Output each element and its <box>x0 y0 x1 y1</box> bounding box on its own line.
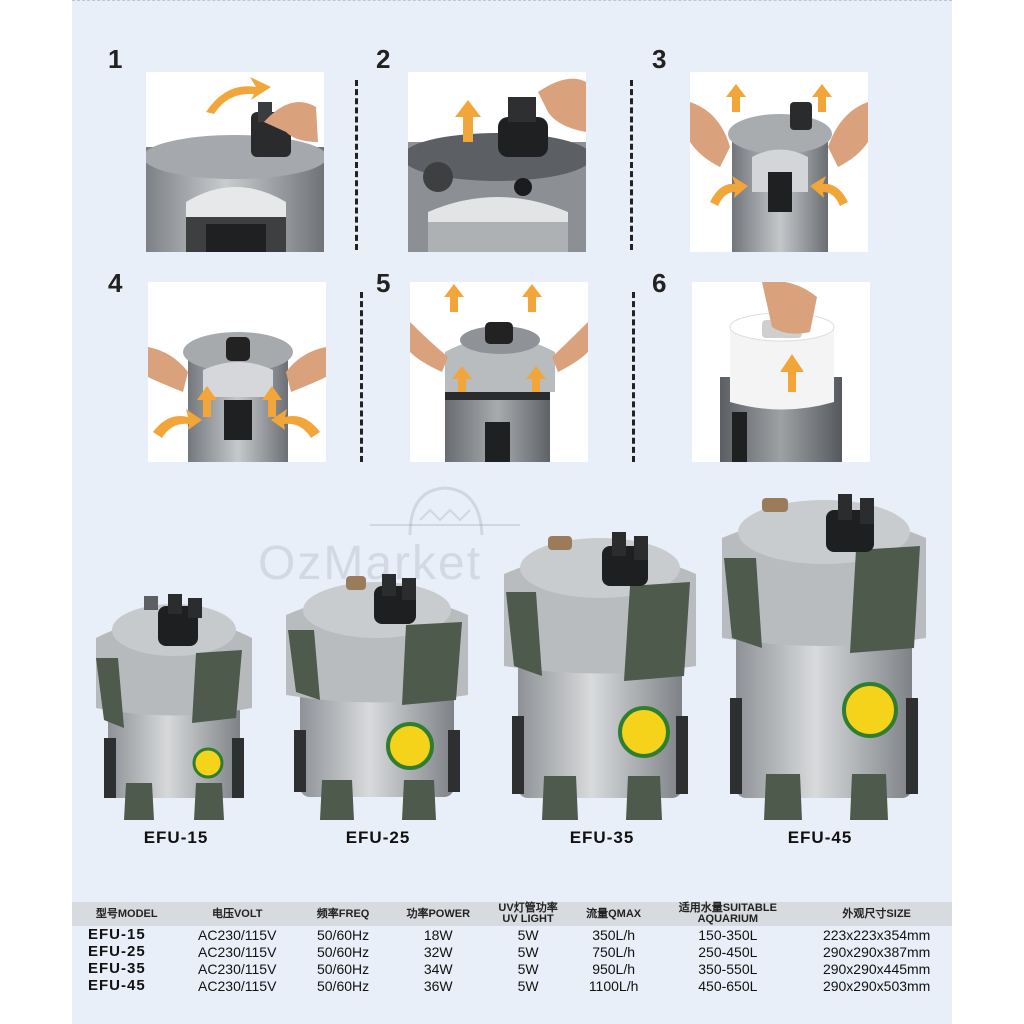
table-row: EFU-25 AC230/115V 50/60Hz 32W 5W 750L/h … <box>72 943 952 960</box>
cell-freq: 50/60Hz <box>316 926 370 943</box>
step-number-3: 3 <box>652 44 667 74</box>
cell-size: 290x290x503mm <box>822 977 931 994</box>
step-4-image <box>148 282 326 462</box>
header-model: 型号MODEL <box>72 902 182 926</box>
step-6-image <box>692 282 870 462</box>
step-5-image <box>410 282 588 462</box>
product-label-efu-35: EFU-35 <box>569 828 635 847</box>
step-number-1: 1 <box>108 44 123 74</box>
cell-size: 223x223x354mm <box>822 926 931 943</box>
step-1-image <box>146 72 324 252</box>
product-label-efu-45: EFU-45 <box>787 828 853 847</box>
header-text: 频率FREQ <box>316 907 370 920</box>
cell-aquarium: 250-450L <box>698 943 758 960</box>
product-label-efu-25: EFU-25 <box>345 828 411 847</box>
cell-qmax: 1100L/h <box>588 977 639 994</box>
header-text: 流量QMAX <box>586 907 642 920</box>
header-text: 型号MODEL <box>95 907 158 920</box>
header-size: 外观尺寸SIZE <box>801 902 952 926</box>
cell-volt: AC230/115V <box>198 926 277 943</box>
step-2-image <box>408 72 586 252</box>
step-number-5: 5 <box>376 268 391 298</box>
cell-freq: 50/60Hz <box>316 960 370 977</box>
cell-uv-light: 5W <box>517 977 539 994</box>
cell-qmax: 350L/h <box>592 926 636 943</box>
product-image-efu-35 <box>504 526 696 820</box>
header-text: 外观尺寸SIZE <box>842 907 911 920</box>
cell-aquarium: 150-350L <box>698 926 758 943</box>
cell-aquarium: 350-550L <box>698 960 758 977</box>
step-number-6: 6 <box>652 268 667 298</box>
watermark-logo-icon <box>370 480 520 565</box>
step-separator <box>632 292 635 462</box>
cell-model: EFU-15 <box>88 926 146 943</box>
cell-power: 18W <box>423 926 453 943</box>
header-text: 适用水量SUITABLE AQUARIUM <box>678 902 777 925</box>
cell-uv-light: 5W <box>517 926 539 943</box>
cell-model: EFU-25 <box>88 943 146 960</box>
step-number-4: 4 <box>108 268 123 298</box>
cell-size: 290x290x445mm <box>822 960 931 977</box>
cell-freq: 50/60Hz <box>316 977 370 994</box>
header-text: 功率POWER <box>406 907 471 920</box>
cell-qmax: 950L/h <box>592 960 636 977</box>
cell-size: 290x290x387mm <box>822 943 931 960</box>
table-row: EFU-45 AC230/115V 50/60Hz 36W 5W 1100L/h… <box>72 977 952 994</box>
cell-volt: AC230/115V <box>198 943 277 960</box>
header-qmax: 流量QMAX <box>572 902 655 926</box>
step-number-2: 2 <box>376 44 391 74</box>
cell-qmax: 750L/h <box>592 943 636 960</box>
cell-uv-light: 5W <box>517 943 539 960</box>
header-suitable-aquarium: 适用水量SUITABLE AQUARIUM <box>654 902 802 926</box>
table-row: EFU-35 AC230/115V 50/60Hz 34W 5W 950L/h … <box>72 960 952 977</box>
header-text-line1: UV灯管功率 <box>498 902 558 914</box>
header-text: UV LIGHT <box>502 913 554 925</box>
step-separator <box>355 80 358 250</box>
step-3-image <box>690 72 868 252</box>
cell-power: 36W <box>423 977 453 994</box>
product-image-efu-45 <box>722 488 926 820</box>
step-separator <box>360 292 363 462</box>
cell-volt: AC230/115V <box>198 977 277 994</box>
table-row: EFU-15 AC230/115V 50/60Hz 18W 5W 350L/h … <box>72 926 952 943</box>
product-label-efu-15: EFU-15 <box>143 828 209 847</box>
header-text: 电压VOLT <box>211 907 263 920</box>
product-image-efu-25 <box>286 570 468 820</box>
watermark-text: OzMarket <box>258 537 483 590</box>
cell-model: EFU-45 <box>88 977 146 994</box>
cell-power: 32W <box>423 943 453 960</box>
cell-aquarium: 450-650L <box>698 977 758 994</box>
header-volt: 电压VOLT <box>181 902 293 926</box>
cell-volt: AC230/115V <box>198 960 277 977</box>
product-image-efu-15 <box>96 588 252 820</box>
step-separator <box>630 80 633 250</box>
header-freq: 频率FREQ <box>292 902 394 926</box>
header-power: 功率POWER <box>393 902 484 926</box>
top-divider <box>72 0 952 5</box>
cell-freq: 50/60Hz <box>316 943 370 960</box>
cell-power: 34W <box>423 960 453 977</box>
cell-uv-light: 5W <box>517 960 539 977</box>
cell-model: EFU-35 <box>88 960 146 977</box>
